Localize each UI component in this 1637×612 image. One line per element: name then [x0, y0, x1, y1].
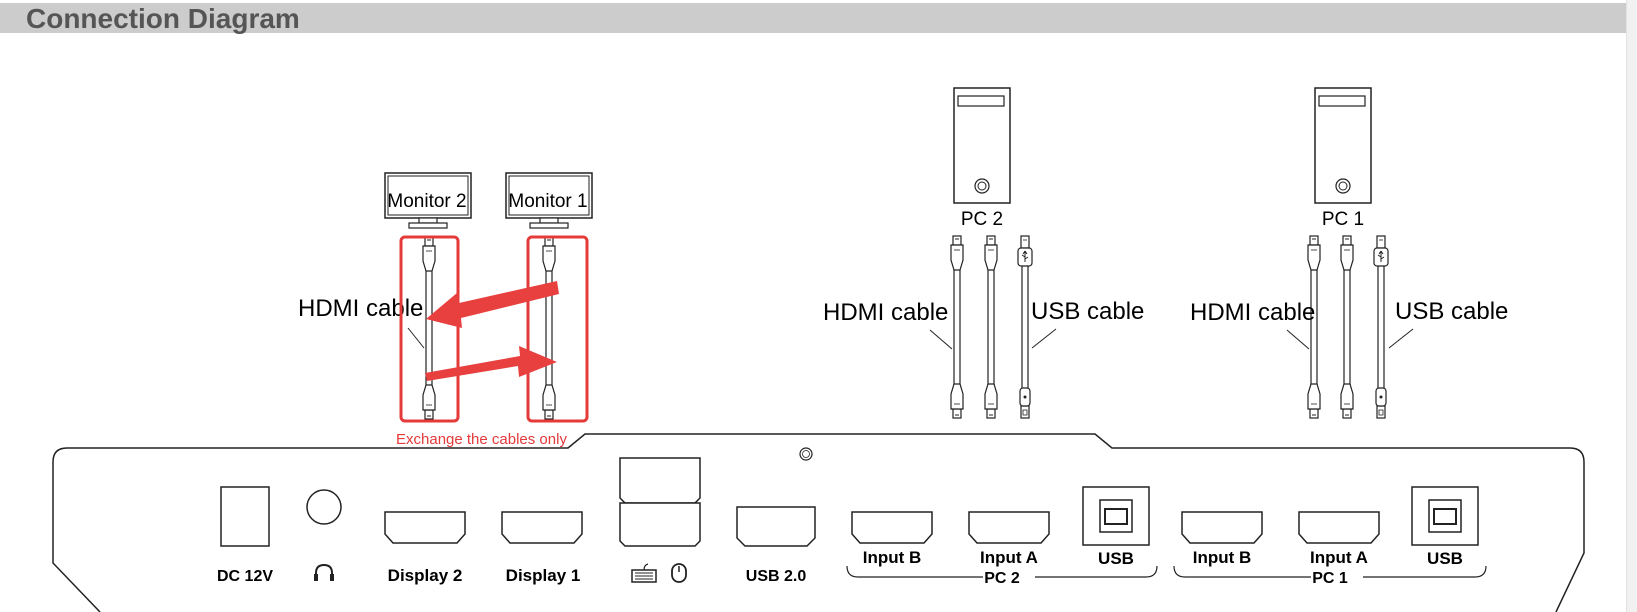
pc-2-input-b-port — [851, 511, 933, 544]
exchange-note: Exchange the cables only — [396, 431, 567, 448]
monitor-1: Monitor 1 — [505, 172, 593, 229]
monitor-2: Monitor 2 — [384, 172, 472, 229]
monitor-1-label: Monitor 1 — [508, 191, 587, 212]
pc-1-usb-b-port — [1411, 486, 1479, 546]
display-1-label: Display 1 — [506, 566, 581, 585]
pc-1-hdmi-cable-a — [1307, 235, 1321, 419]
pc-1-bracket — [1173, 565, 1487, 578]
usb-2-0-port — [736, 506, 816, 547]
pc-2-tower — [953, 87, 1011, 204]
mouse-icon — [671, 563, 687, 583]
pc-2-bracket — [846, 565, 1158, 578]
pc-1-input-a-label: Input A — [1310, 548, 1368, 567]
dc-label: DC 12V — [217, 568, 273, 585]
highlight-box-monitor-1 — [526, 235, 589, 423]
hdmi-cable-monitor-2 — [422, 236, 436, 420]
pc-2-hdmi-label: HDMI cable — [823, 299, 948, 326]
dc-power-port — [220, 486, 270, 547]
pc-2-usb-label: USB cable — [1031, 298, 1144, 325]
pc-2-usb-cable: usb — [1017, 235, 1033, 419]
page-title: Connection Diagram — [26, 3, 300, 34]
display-2-label: Display 2 — [388, 566, 463, 585]
pc-1-usb-label: USB — [1427, 549, 1463, 568]
title-bar: Connection Diagram — [0, 3, 1637, 34]
keyboard-icon — [631, 563, 657, 583]
pc-1-label: PC 1 — [1322, 209, 1364, 230]
pc-1-tower — [1314, 87, 1372, 204]
pc-2-hdmi-cable-a — [950, 235, 964, 419]
monitor-2-label: Monitor 2 — [387, 191, 466, 212]
pc-1-input-b-port — [1181, 511, 1263, 544]
usb-2-0-label: USB 2.0 — [746, 568, 807, 585]
pc-1-input-a-port — [1298, 511, 1380, 544]
pc-1-usb-label: USB cable — [1395, 298, 1508, 325]
kvm-rear-panel — [52, 433, 1585, 612]
pc-2-usb-b-port — [1082, 486, 1150, 546]
pc-1-hdmi-cable-b — [1340, 235, 1354, 419]
pc-1-hdmi-label: HDMI cable — [1190, 299, 1315, 326]
pc-2-usb-label: USB — [1098, 549, 1134, 568]
display-1-port — [501, 511, 583, 544]
hdmi-cable-label-monitors: HDMI cable — [298, 295, 423, 322]
display-2-port — [384, 511, 466, 544]
scrollbar[interactable] — [1626, 0, 1637, 612]
pc-2-group-label: PC 2 — [984, 570, 1020, 587]
pc-2-label: PC 2 — [961, 209, 1003, 230]
pc-2-input-a-port — [968, 511, 1050, 544]
exchange-arrow-left — [426, 281, 559, 328]
exchange-arrow-right — [425, 346, 557, 381]
pc-1-group-label: PC 1 — [1312, 570, 1348, 587]
pc-2-hdmi-cable-b — [984, 235, 998, 419]
pc-1-usb-cable — [1373, 235, 1389, 419]
keyboard-mouse-usb-ports — [619, 457, 701, 547]
hdmi-cable-monitor-1 — [542, 236, 556, 420]
pc-1-input-b-label: Input B — [1193, 548, 1252, 567]
pc-2-input-a-label: Input A — [980, 548, 1038, 567]
audio-jack — [306, 489, 342, 525]
pc-2-input-b-label: Input B — [863, 548, 922, 567]
headphone-icon — [314, 563, 334, 581]
highlight-box-monitor-2 — [399, 235, 460, 423]
